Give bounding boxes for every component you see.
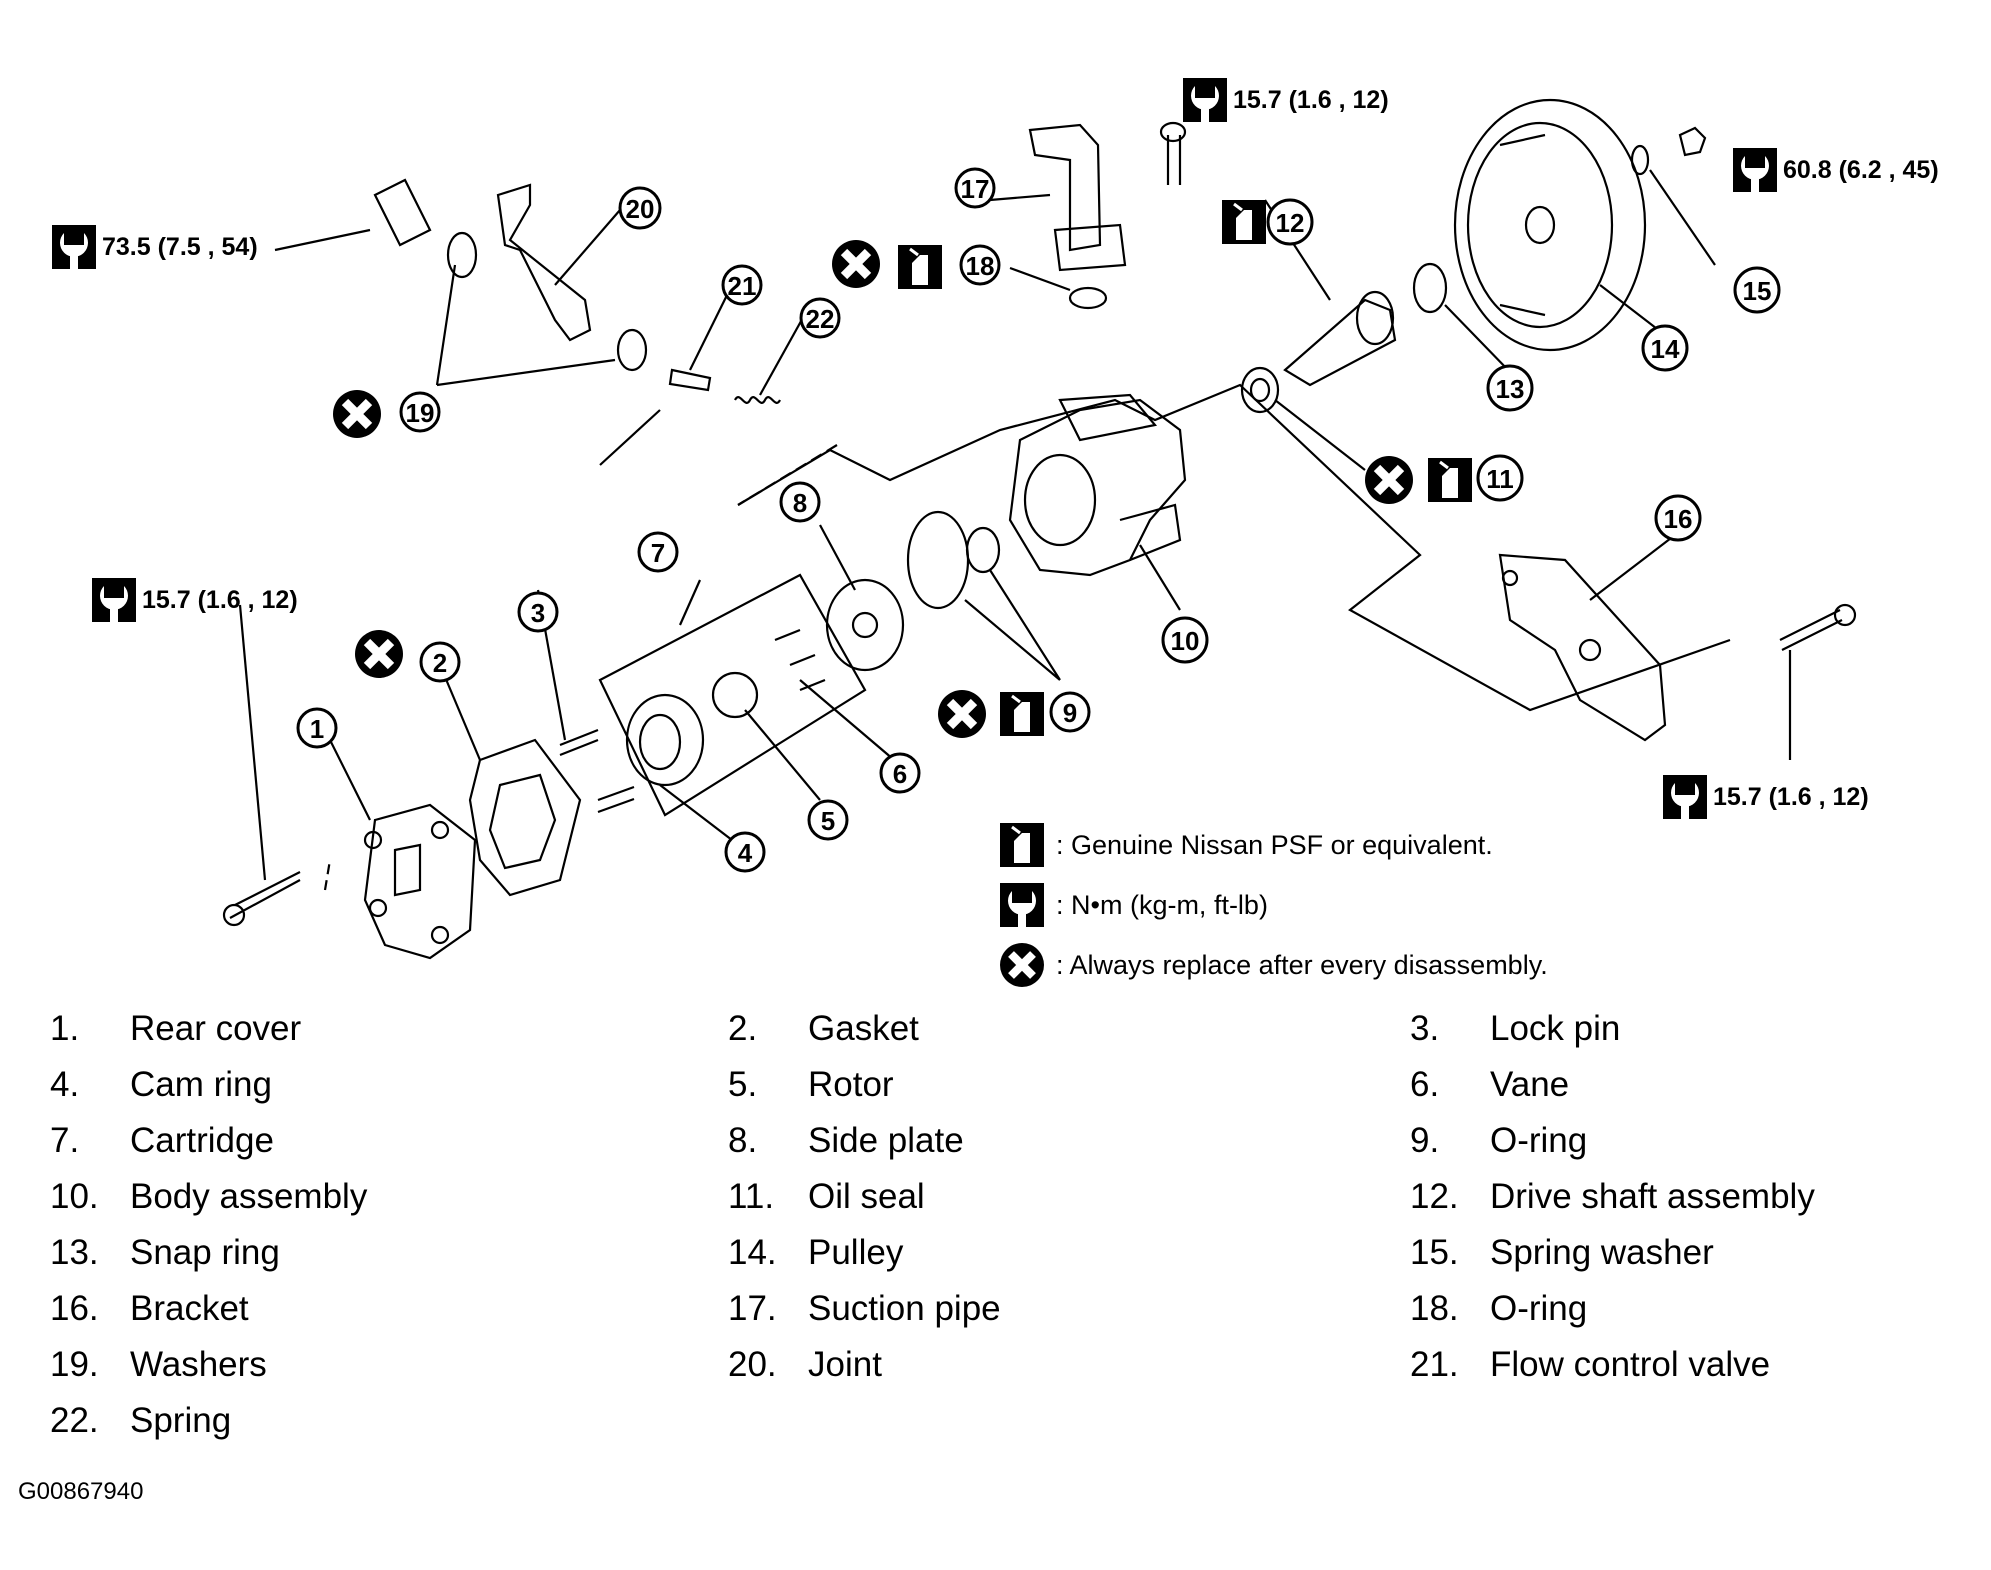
part-item: 2.Gasket bbox=[728, 1009, 919, 1048]
svg-text:8: 8 bbox=[793, 488, 807, 518]
callout-15: 15 bbox=[1733, 266, 1781, 314]
callout-22: 22 bbox=[799, 297, 841, 339]
callout-14: 14 bbox=[1641, 324, 1689, 372]
svg-text:12: 12 bbox=[1276, 208, 1305, 238]
callout-9: 9 bbox=[1049, 691, 1091, 733]
part-item: 16.Bracket bbox=[50, 1289, 249, 1328]
fluid-can-icon bbox=[896, 243, 944, 291]
callout-2: 2 bbox=[419, 641, 461, 683]
part-item: 12.Drive shaft assembly bbox=[1410, 1177, 1815, 1216]
torque-wrench-icon bbox=[52, 225, 96, 269]
torque-wrench-icon bbox=[1183, 78, 1227, 122]
svg-text:6: 6 bbox=[893, 759, 907, 789]
part-item: 3.Lock pin bbox=[1410, 1009, 1621, 1048]
legend-replace-text: : Always replace after every disassembly… bbox=[1056, 949, 1548, 980]
part-item: 1.Rear cover bbox=[50, 1009, 302, 1048]
callout-17: 17 bbox=[954, 167, 996, 209]
part-item: 11.Oil seal bbox=[728, 1177, 925, 1216]
svg-text:1: 1 bbox=[310, 714, 324, 744]
callout-13: 13 bbox=[1486, 364, 1534, 412]
callout-16: 16 bbox=[1654, 494, 1702, 542]
replace-icon bbox=[333, 390, 381, 438]
replace-icon bbox=[355, 630, 403, 678]
svg-text:5: 5 bbox=[821, 806, 835, 836]
torque-wrench-icon bbox=[1663, 775, 1707, 819]
svg-text:20: 20 bbox=[626, 194, 655, 224]
callout-7: 7 bbox=[637, 531, 679, 573]
part-item: 6.Vane bbox=[1410, 1065, 1570, 1104]
part-item: 10.Body assembly bbox=[50, 1177, 368, 1216]
callout-18: 18 bbox=[959, 244, 1001, 286]
fluid-can-icon bbox=[998, 690, 1046, 738]
body-assembly-part bbox=[1008, 393, 1187, 577]
torque-wrench-icon bbox=[1733, 148, 1777, 192]
callout-11: 11 bbox=[1476, 454, 1524, 502]
svg-text:15: 15 bbox=[1743, 276, 1772, 306]
svg-text:21: 21 bbox=[728, 271, 757, 301]
svg-text:10: 10 bbox=[1171, 626, 1200, 656]
part-item: 15.Spring washer bbox=[1410, 1233, 1714, 1272]
callout-20: 20 bbox=[618, 186, 662, 230]
svg-text:7: 7 bbox=[651, 538, 665, 568]
part-item: 18.O-ring bbox=[1410, 1289, 1588, 1328]
svg-text:2: 2 bbox=[433, 648, 447, 678]
torque-wrench-icon bbox=[1000, 883, 1044, 927]
torque-value-4: 15.7 (1.6 , 12) bbox=[1233, 86, 1389, 114]
replace-icon bbox=[832, 240, 880, 288]
part-item: 22.Spring bbox=[50, 1401, 232, 1440]
torque-value-5: 15.7 (1.6 , 12) bbox=[1713, 783, 1869, 811]
callout-21: 21 bbox=[721, 264, 763, 306]
callout-19: 19 bbox=[399, 391, 441, 433]
torque-value-3: 60.8 (6.2 , 45) bbox=[1783, 156, 1939, 184]
svg-text:9: 9 bbox=[1063, 698, 1077, 728]
svg-text:18: 18 bbox=[966, 251, 995, 281]
svg-text:17: 17 bbox=[961, 174, 990, 204]
part-item: 14.Pulley bbox=[728, 1233, 904, 1272]
part-item: 13.Snap ring bbox=[50, 1233, 280, 1272]
part-item: 19.Washers bbox=[50, 1345, 267, 1384]
figure-code: G00867940 bbox=[18, 1478, 144, 1505]
svg-text:13: 13 bbox=[1496, 374, 1525, 404]
rear-cover-part bbox=[363, 803, 477, 960]
callout-12: 12 bbox=[1266, 198, 1314, 246]
part-item: 7.Cartridge bbox=[50, 1121, 274, 1160]
torque-value-1: 73.5 (7.5 , 54) bbox=[102, 233, 258, 261]
svg-text:3: 3 bbox=[531, 598, 545, 628]
callout-10: 10 bbox=[1161, 616, 1209, 664]
replace-icon bbox=[938, 690, 986, 738]
replace-icon bbox=[1000, 943, 1044, 987]
part-item: 5.Rotor bbox=[728, 1065, 894, 1104]
callout-6: 6 bbox=[879, 752, 921, 794]
svg-text:14: 14 bbox=[1651, 334, 1680, 364]
svg-text:16: 16 bbox=[1664, 504, 1693, 534]
callout-3: 3 bbox=[517, 591, 559, 633]
part-item: 21.Flow control valve bbox=[1410, 1345, 1771, 1384]
callout-5: 5 bbox=[807, 799, 849, 841]
fluid-can-icon bbox=[1426, 456, 1474, 504]
svg-text:11: 11 bbox=[1486, 464, 1514, 494]
legend-psf: : Genuine Nissan PSF or equivalent. bbox=[1000, 823, 1493, 867]
callout-8: 8 bbox=[779, 481, 821, 523]
part-item: 9.O-ring bbox=[1410, 1121, 1588, 1160]
part-item: 8.Side plate bbox=[728, 1121, 964, 1160]
part-item: 4.Cam ring bbox=[50, 1065, 272, 1104]
svg-text:22: 22 bbox=[806, 304, 835, 334]
legend-psf-text: : Genuine Nissan PSF or equivalent. bbox=[1056, 829, 1493, 860]
legend-replace: : Always replace after every disassembly… bbox=[1000, 943, 1548, 987]
callout-1: 1 bbox=[296, 707, 338, 749]
torque-wrench-icon bbox=[92, 578, 136, 622]
svg-text:19: 19 bbox=[406, 398, 435, 428]
legend-torque-text: : N•m (kg-m, ft-lb) bbox=[1056, 889, 1268, 920]
replace-icon bbox=[1365, 456, 1413, 504]
part-item: 17.Suction pipe bbox=[728, 1289, 1001, 1328]
fluid-can-icon bbox=[1220, 198, 1268, 246]
legend-torque: : N•m (kg-m, ft-lb) bbox=[1000, 883, 1268, 927]
torque-value-2: 15.7 (1.6 , 12) bbox=[142, 586, 298, 614]
part-item: 20.Joint bbox=[728, 1345, 882, 1384]
svg-text:4: 4 bbox=[738, 838, 753, 868]
fluid-can-icon bbox=[1000, 823, 1044, 867]
callout-4: 4 bbox=[724, 831, 766, 873]
